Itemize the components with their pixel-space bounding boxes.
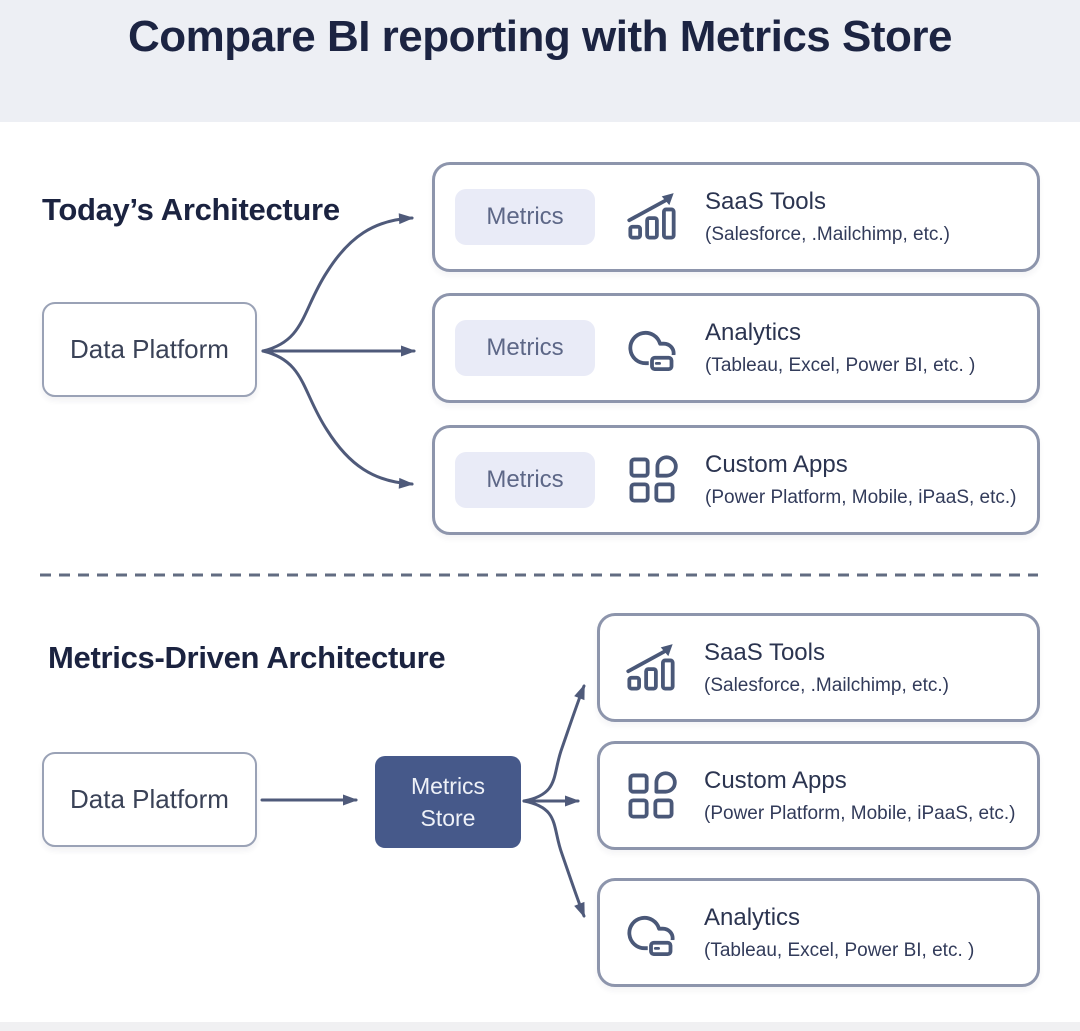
metrics-driven-architecture-heading: Metrics-Driven Architecture — [48, 639, 446, 675]
app-grid-icon — [625, 453, 679, 507]
cloud-analytics-icon — [624, 906, 678, 960]
card-today-custom-apps: Metrics Custom Apps (Power Platform, Mob… — [432, 425, 1040, 535]
arrow-today-saas — [261, 213, 414, 353]
card-today-saas-tools: Metrics SaaS Tools (Salesforce, .Mailchi… — [432, 162, 1040, 272]
data-platform-box-today: Data Platform — [42, 302, 257, 397]
card-title: Analytics — [705, 319, 802, 346]
card-subtitle: (Salesforce, .Mailchimp, etc.) — [704, 674, 949, 696]
card-subtitle: (Power Platform, Mobile, iPaaS, etc.) — [704, 802, 1016, 824]
card-subtitle: (Tableau, Excel, Power BI, etc. ) — [705, 355, 976, 376]
arrow-store-analytics — [522, 799, 586, 918]
header-band: Compare BI reporting with Metrics Store — [0, 0, 1080, 122]
growth-chart-icon — [624, 641, 678, 695]
card-today-analytics: Metrics Analytics (Tableau, Excel, Power… — [432, 293, 1040, 403]
app-grid-icon — [624, 769, 678, 823]
card-md-saas-tools: SaaS Tools (Salesforce, .Mailchimp, etc.… — [597, 613, 1040, 722]
metrics-chip: Metrics — [455, 189, 595, 245]
card-title: Custom Apps — [704, 766, 847, 794]
growth-chart-icon — [625, 190, 679, 244]
card-title: Custom Apps — [705, 451, 848, 478]
metrics-chip: Metrics — [455, 452, 595, 508]
data-platform-box-metrics-driven: Data Platform — [42, 752, 257, 847]
data-platform-label: Data Platform — [70, 334, 229, 364]
card-subtitle: (Power Platform, Mobile, iPaaS, etc.) — [705, 487, 1017, 508]
metrics-store-label-line2: Store — [420, 805, 476, 831]
metrics-chip: Metrics — [455, 320, 595, 376]
data-platform-label: Data Platform — [70, 784, 229, 814]
card-title: SaaS Tools — [704, 638, 825, 666]
metrics-store-label-line1: Metrics — [410, 772, 486, 799]
card-subtitle: (Tableau, Excel, Power BI, etc. ) — [704, 939, 975, 961]
card-title: Analytics — [704, 903, 801, 931]
card-title: SaaS Tools — [705, 188, 826, 215]
card-subtitle: (Salesforce, .Mailchimp, etc.) — [705, 224, 950, 245]
page-title: Compare BI reporting with Metrics Store — [128, 12, 952, 61]
card-md-analytics: Analytics (Tableau, Excel, Power BI, etc… — [597, 878, 1040, 987]
arrow-today-customapps — [261, 349, 414, 489]
footer-strip — [0, 1022, 1080, 1031]
arrow-store-saas — [522, 684, 586, 803]
card-md-custom-apps: Custom Apps (Power Platform, Mobile, iPa… — [597, 741, 1040, 850]
today-architecture-heading: Today’s Architecture — [42, 191, 340, 227]
metrics-store-box: Metrics Store — [375, 756, 521, 848]
cloud-analytics-icon — [625, 321, 679, 375]
